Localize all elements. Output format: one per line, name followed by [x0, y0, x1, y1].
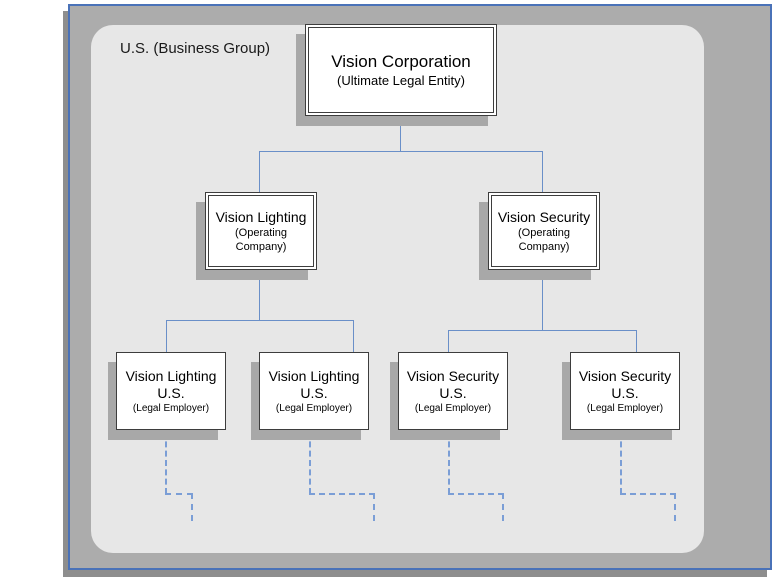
node-box: Vision Security U.S. (Legal Employer) [398, 352, 508, 430]
node-vision-lighting-us-1[interactable]: Vision Lighting U.S. (Legal Employer) [108, 352, 228, 440]
connector-root-stem [400, 124, 401, 151]
node-box: Vision Security U.S. (Legal Employer) [570, 352, 680, 430]
business-group-label: U.S. (Business Group) [120, 40, 271, 57]
connector-to-vision-lighting [259, 151, 260, 193]
dashed-continuation-1-tail [191, 493, 193, 521]
node-title: Vision Security [497, 208, 591, 225]
node-title-line2: U.S. [300, 384, 328, 401]
dashed-continuation-2-horizontal [309, 493, 375, 495]
node-vision-lighting[interactable]: Vision Lighting (Operating Company) [196, 192, 326, 288]
node-box: Vision Lighting U.S. (Legal Employer) [259, 352, 369, 430]
dashed-continuation-3-horizontal [448, 493, 504, 495]
connector-level2-bar [259, 151, 542, 152]
connector-lighting-bar [166, 320, 353, 321]
node-title-line2: U.S. [157, 384, 185, 401]
dashed-continuation-2-vertical [309, 432, 311, 494]
connector-lighting-stem [259, 275, 260, 320]
node-subtitle-line2: Company) [235, 240, 287, 253]
node-subtitle: (Legal Employer) [586, 402, 664, 414]
dashed-continuation-3-tail [502, 493, 504, 521]
dashed-continuation-1-vertical [165, 432, 167, 494]
node-subtitle: (Ultimate Legal Entity) [337, 73, 465, 88]
node-vision-security-us-1[interactable]: Vision Security U.S. (Legal Employer) [390, 352, 510, 440]
node-title-line1: Vision Lighting [125, 367, 217, 384]
dashed-continuation-4-vertical [620, 432, 622, 494]
connector-security-bar [448, 330, 636, 331]
node-box: Vision Lighting (Operating Company) [205, 192, 317, 270]
node-vision-corporation[interactable]: Vision Corporation (Ultimate Legal Entit… [296, 24, 506, 134]
connector-to-lighting-le-2 [353, 320, 354, 353]
connector-to-security-le-2 [636, 330, 637, 353]
dashed-continuation-4-horizontal [620, 493, 676, 495]
node-title: Vision Corporation [331, 52, 471, 71]
node-vision-security-us-2[interactable]: Vision Security U.S. (Legal Employer) [562, 352, 682, 440]
node-box: Vision Lighting U.S. (Legal Employer) [116, 352, 226, 430]
node-box: Vision Security (Operating Company) [488, 192, 600, 270]
node-subtitle: (Legal Employer) [275, 402, 353, 414]
node-title-line1: Vision Security [406, 367, 500, 384]
node-subtitle-line1: (Operating [235, 226, 287, 239]
node-title-line2: U.S. [611, 384, 639, 401]
connector-to-vision-security [542, 151, 543, 193]
node-vision-security[interactable]: Vision Security (Operating Company) [479, 192, 609, 288]
node-title-line1: Vision Security [578, 367, 672, 384]
node-subtitle: (Legal Employer) [132, 402, 210, 414]
connector-security-stem [542, 275, 543, 330]
dashed-continuation-3-vertical [448, 432, 450, 494]
node-subtitle-line1: (Operating [518, 226, 570, 239]
node-subtitle-line2: Company) [518, 240, 570, 253]
dashed-continuation-1-horizontal [165, 493, 193, 495]
connector-to-lighting-le-1 [166, 320, 167, 353]
node-box: Vision Corporation (Ultimate Legal Entit… [305, 24, 497, 116]
node-title-line2: U.S. [439, 384, 467, 401]
dashed-continuation-4-tail [674, 493, 676, 521]
node-title-line1: Vision Lighting [268, 367, 360, 384]
node-vision-lighting-us-2[interactable]: Vision Lighting U.S. (Legal Employer) [251, 352, 371, 440]
node-subtitle: (Legal Employer) [414, 402, 492, 414]
dashed-continuation-2-tail [373, 493, 375, 521]
connector-to-security-le-1 [448, 330, 449, 353]
node-title: Vision Lighting [215, 208, 307, 225]
